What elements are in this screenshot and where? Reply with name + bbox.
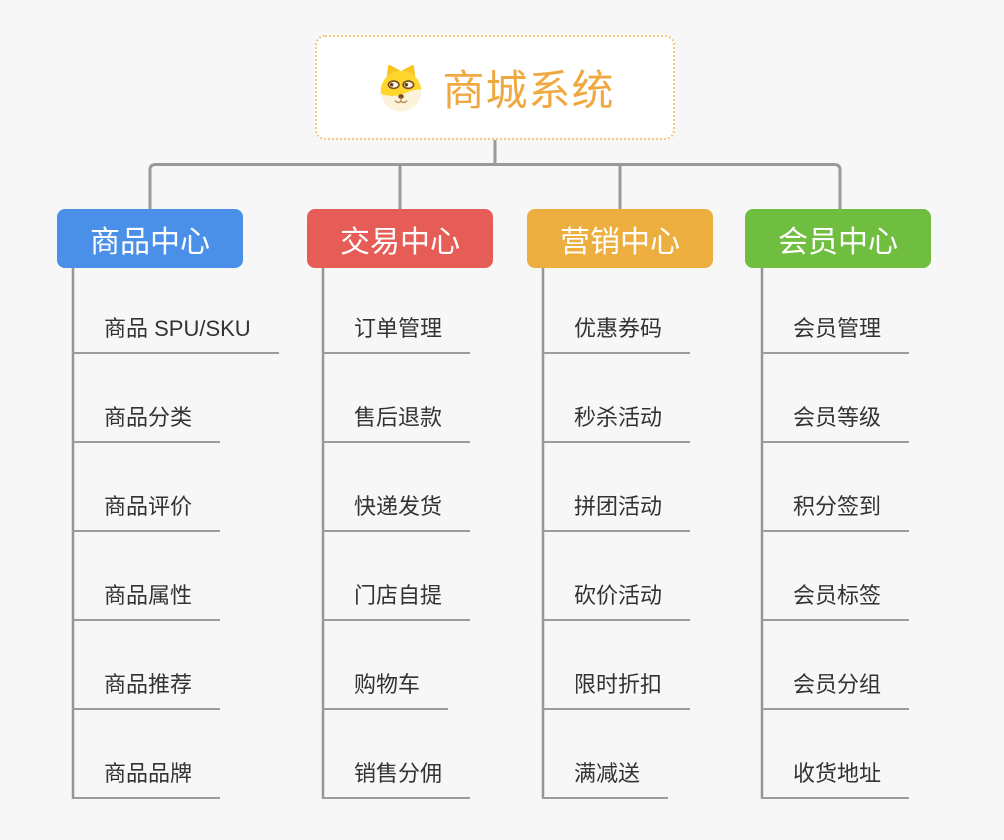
leaf-node[interactable]: 商品分类 xyxy=(72,399,221,443)
leaf-node[interactable]: 收货地址 xyxy=(761,755,910,799)
leaf-node[interactable]: 满减送 xyxy=(542,755,669,799)
leaf-node[interactable]: 售后退款 xyxy=(322,399,471,443)
leaf-node[interactable]: 优惠券码 xyxy=(542,310,691,354)
leaf-node[interactable]: 限时折扣 xyxy=(542,666,691,710)
leaf-node[interactable]: 会员管理 xyxy=(761,310,910,354)
leaf-node[interactable]: 砍价活动 xyxy=(542,577,691,621)
leaf-node[interactable]: 会员分组 xyxy=(761,666,910,710)
leaf-node[interactable]: 商品推荐 xyxy=(72,666,221,710)
root-title: 商城系统 xyxy=(442,67,615,114)
leaf-node[interactable]: 订单管理 xyxy=(322,310,471,354)
doge-icon xyxy=(381,64,422,112)
root-node[interactable]: 商城系统 xyxy=(315,35,675,140)
leaf-node[interactable]: 商品属性 xyxy=(72,577,221,621)
leaf-node[interactable]: 会员标签 xyxy=(761,577,910,621)
leaf-node[interactable]: 商品品牌 xyxy=(72,755,221,799)
leaf-node[interactable]: 快递发货 xyxy=(322,488,471,532)
leaf-node[interactable]: 销售分佣 xyxy=(322,755,471,799)
leaf-node[interactable]: 商品 SPU/SKU xyxy=(72,310,279,354)
branch-node-marketing-center[interactable]: 营销中心 xyxy=(527,209,713,268)
branch-node-member-center[interactable]: 会员中心 xyxy=(745,209,931,268)
leaf-node[interactable]: 门店自提 xyxy=(322,577,471,621)
branch-node-trade-center[interactable]: 交易中心 xyxy=(307,209,493,268)
leaf-node[interactable]: 会员等级 xyxy=(761,399,910,443)
leaf-node[interactable]: 拼团活动 xyxy=(542,488,691,532)
leaf-node[interactable]: 秒杀活动 xyxy=(542,399,691,443)
branch-node-product-center[interactable]: 商品中心 xyxy=(57,209,243,268)
leaf-node[interactable]: 购物车 xyxy=(322,666,449,710)
leaf-node[interactable]: 商品评价 xyxy=(72,488,221,532)
leaf-node[interactable]: 积分签到 xyxy=(761,488,910,532)
